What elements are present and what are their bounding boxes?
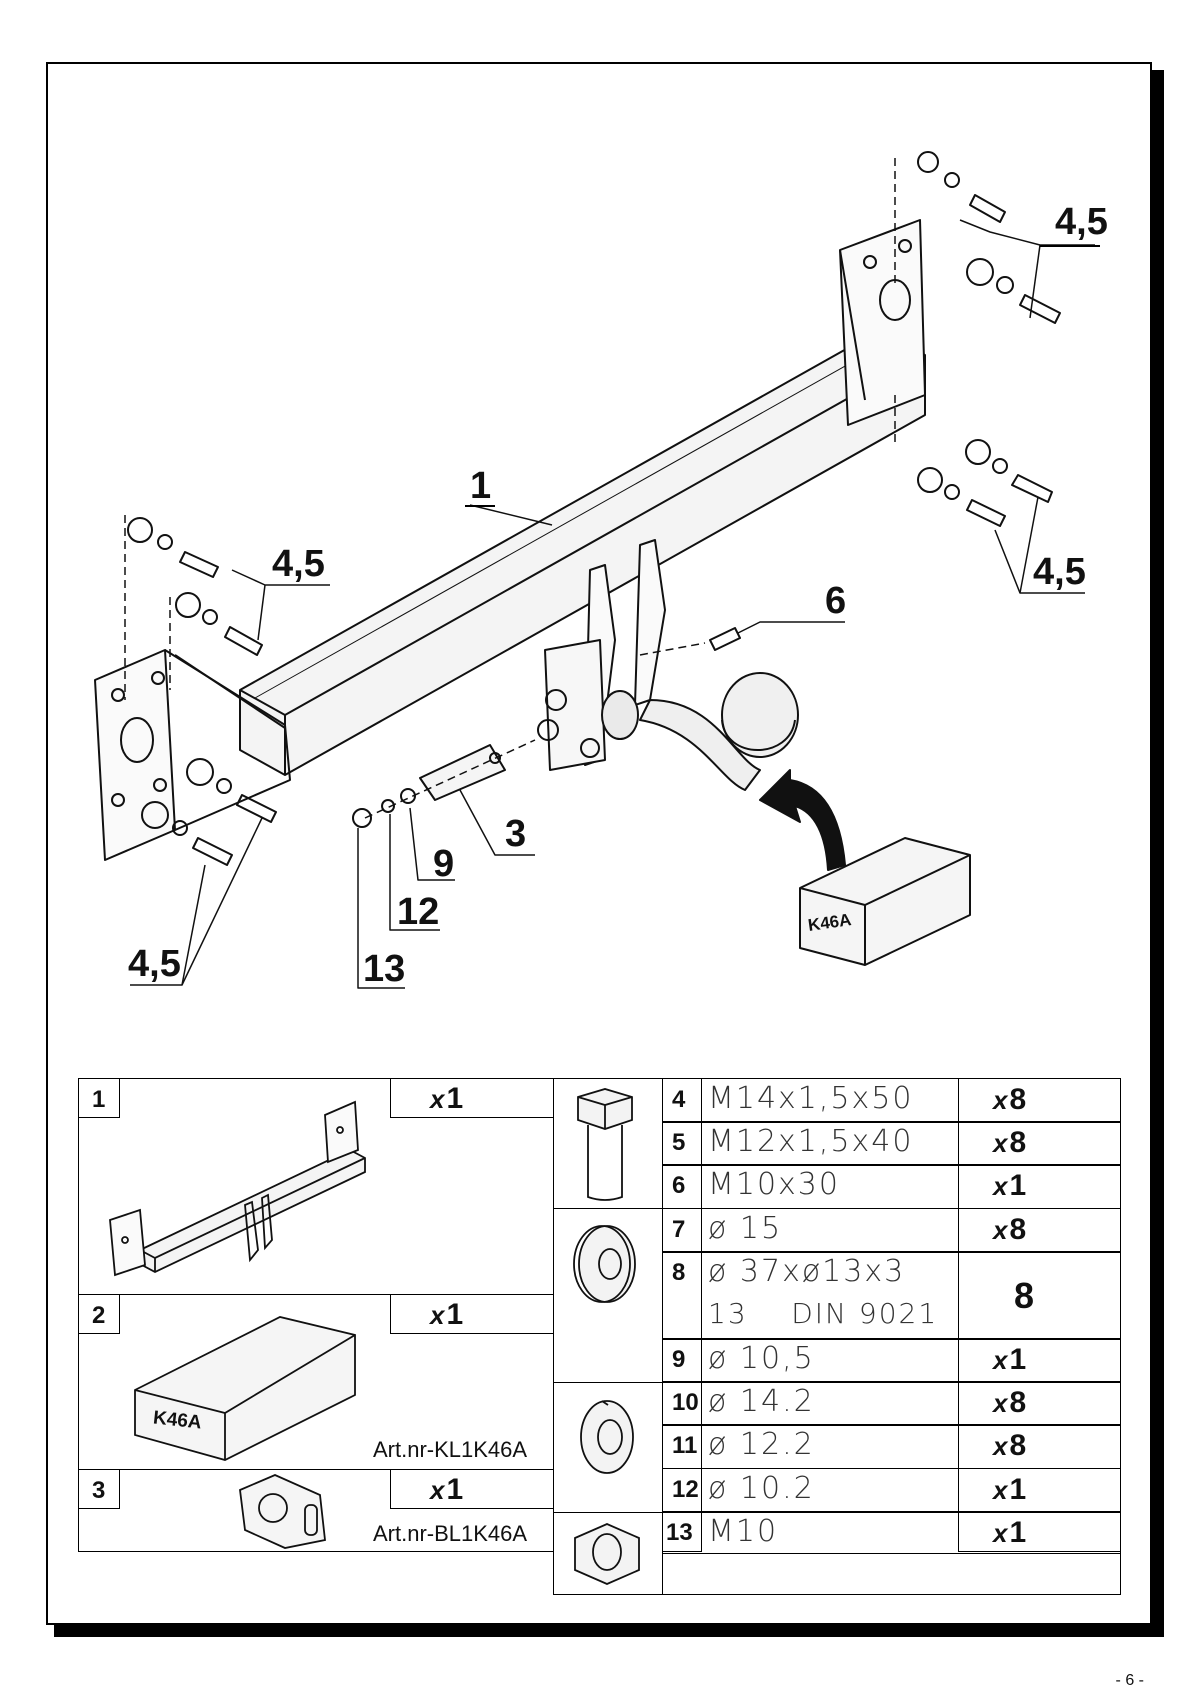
spec-text: ø 14.2	[708, 1384, 815, 1419]
part-number-cell	[78, 1078, 120, 1118]
spec-row	[662, 1381, 1121, 1426]
right-mounting-bracket	[839, 219, 926, 426]
callout-underline	[465, 505, 495, 507]
spec-quantity: x8	[993, 1126, 1027, 1159]
socket-plate-thumbnail	[239, 1474, 326, 1549]
spec-row	[662, 1251, 1121, 1340]
callout-label: 6	[825, 580, 847, 622]
part-qty-cell	[390, 1294, 554, 1334]
callout-label: 12	[397, 891, 440, 933]
assembly-lines	[124, 158, 896, 819]
spec-text: ø 12.2	[708, 1427, 815, 1462]
spec-text: ø 37xø13x3	[708, 1254, 906, 1289]
leader-lines	[130, 219, 1095, 989]
spec-text: M10x30	[708, 1167, 840, 1202]
fasteners	[127, 151, 1061, 866]
part-number-cell	[78, 1469, 120, 1509]
callout-label: 13	[363, 948, 406, 990]
callout-label: 4,5	[128, 943, 181, 985]
callout-label: 1	[470, 465, 492, 507]
page-number: - 6 -	[1115, 1672, 1144, 1689]
part-quantity: x1	[430, 1082, 464, 1115]
spec-quantity: x8	[993, 1083, 1027, 1116]
callout-label: 4,5	[272, 543, 325, 585]
spec-number: 13	[666, 1519, 693, 1546]
part-quantity: x1	[430, 1298, 464, 1331]
spec-quantity: x8	[993, 1386, 1027, 1419]
spec-quantity: x1	[993, 1473, 1027, 1506]
spec-row	[662, 1078, 1121, 1123]
bolt-icon	[577, 1088, 633, 1201]
spec-number: 11	[672, 1432, 698, 1459]
spec-number: 7	[672, 1216, 686, 1243]
spec-number: 4	[672, 1086, 686, 1113]
spec-text: ø 10.2	[708, 1471, 815, 1506]
spring-washer-icon	[580, 1400, 634, 1474]
washer-icon	[573, 1225, 636, 1303]
article-number: Art.nr-KL1K46A	[373, 1437, 528, 1462]
spec-quantity: x1	[993, 1169, 1027, 1202]
spec-number: 10	[672, 1389, 699, 1416]
spec-quantity: x1	[993, 1343, 1027, 1376]
spec-text: M14x1,5x50	[708, 1081, 914, 1116]
spec-row	[662, 1511, 1121, 1554]
spec-quantity: 8	[1014, 1275, 1035, 1316]
spec-text: ø 10,5	[708, 1341, 815, 1376]
towbar-thumbnail	[109, 1100, 366, 1277]
part-qty-cell	[390, 1078, 554, 1118]
spec-row	[662, 1208, 1121, 1253]
left-mounting-bracket	[94, 649, 291, 861]
spec-number: 5	[672, 1129, 686, 1156]
article-number: Art.nr-BL1K46A	[373, 1521, 528, 1546]
callout-underline	[1040, 245, 1100, 247]
spec-number: 9	[672, 1346, 686, 1373]
callout-label: 9	[433, 843, 455, 885]
callout-label: 3	[505, 813, 527, 855]
tow-ball-neck	[601, 672, 799, 791]
part-number: 2	[92, 1302, 106, 1329]
part-quantity: x1	[430, 1473, 464, 1506]
spec-number: 6	[672, 1172, 686, 1199]
electrical-kit-thumbnail	[134, 1316, 356, 1461]
spec-quantity: x1	[993, 1516, 1027, 1549]
part-number: 1	[92, 1086, 106, 1113]
callout-label: 4,5	[1033, 551, 1086, 593]
spec-text: ø 15	[708, 1211, 783, 1246]
spec-row	[662, 1338, 1121, 1383]
nut-icon	[574, 1523, 640, 1585]
part-number-cell	[78, 1294, 120, 1334]
spec-number: 8	[672, 1259, 686, 1286]
spec-text: M10	[708, 1514, 779, 1549]
spec-row	[662, 1468, 1121, 1513]
part-qty-cell	[390, 1469, 554, 1509]
spec-text-2: 13 DIN 9021	[708, 1297, 939, 1330]
electrical-kit-box	[799, 837, 971, 966]
spec-quantity: x8	[993, 1429, 1027, 1462]
tow-hook-bracket	[544, 539, 666, 771]
spec-number: 12	[672, 1476, 699, 1503]
callout-label: 4,5	[1055, 201, 1108, 243]
spec-quantity: x8	[993, 1213, 1027, 1246]
spec-text: M12x1,5x40	[708, 1124, 914, 1159]
part-number: 3	[92, 1477, 106, 1504]
curved-arrow	[759, 769, 846, 871]
towbar-exploded-diagram	[94, 151, 1095, 989]
spec-row	[662, 1121, 1121, 1166]
